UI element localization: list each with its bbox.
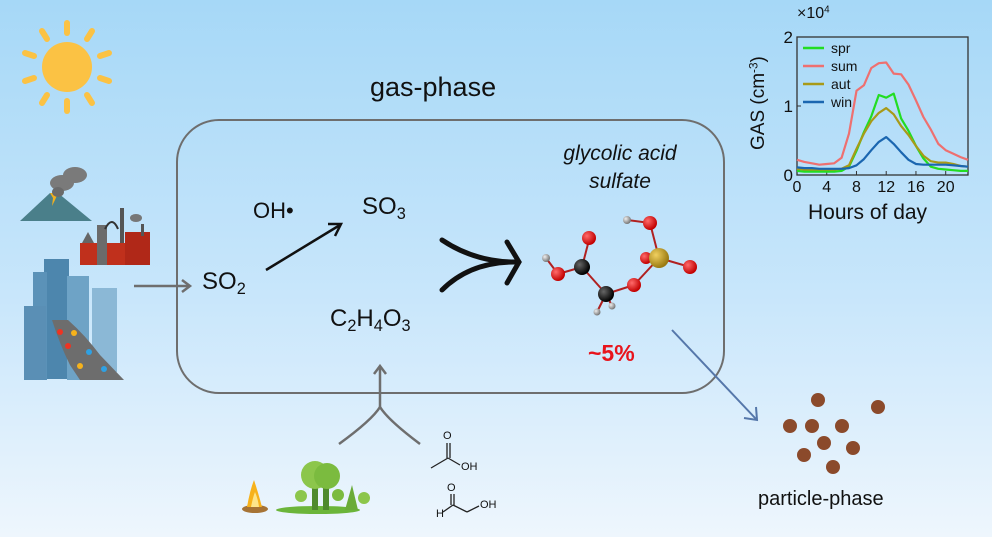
forest-icon xyxy=(276,461,370,514)
particle xyxy=(817,436,831,450)
sun-icon xyxy=(22,20,112,114)
series-line-sum xyxy=(796,61,969,166)
combine-arrow xyxy=(439,237,522,293)
glycolaldehyde-oh: OH xyxy=(480,499,497,511)
product-name: glycolic acid sulfate xyxy=(563,142,677,193)
x-tick-label: 0 xyxy=(793,179,802,196)
city-traffic-icon xyxy=(24,259,124,380)
particle xyxy=(797,448,811,462)
gas-phase-title: gas-phase xyxy=(370,72,497,102)
chart-xlabel: Hours of day xyxy=(808,201,928,224)
particle xyxy=(783,419,797,433)
particle xyxy=(871,400,885,414)
legend-label-aut: aut xyxy=(831,76,851,92)
yield-label: ~5% xyxy=(588,340,635,366)
chart-frame xyxy=(796,36,969,176)
chart-legend: spr sum aut win xyxy=(803,40,857,110)
legend-label-sum: sum xyxy=(831,58,857,74)
particle xyxy=(835,419,849,433)
so2-label: SO2 xyxy=(202,268,246,299)
chart-series xyxy=(796,61,969,173)
volcano-icon xyxy=(20,167,92,221)
x-tick-label: 16 xyxy=(907,179,925,196)
series-line-win xyxy=(796,136,969,170)
particles xyxy=(783,393,885,474)
acetic-acid-o: O xyxy=(443,430,452,442)
particle xyxy=(805,419,819,433)
x-tick-label: 20 xyxy=(937,179,955,196)
glycolaldehyde-h: H xyxy=(436,508,444,520)
particle xyxy=(811,393,825,407)
acetic-acid-structure xyxy=(430,443,461,469)
emission-arrow xyxy=(134,279,193,293)
y-tick-label: 2 xyxy=(784,28,793,47)
oxidation-arrow xyxy=(265,222,344,272)
glycolaldehyde-o: O xyxy=(447,482,456,494)
chart-ylabel: GAS (cm-3) xyxy=(747,56,769,150)
y-tick-label: 0 xyxy=(784,166,793,185)
x-tick-label: 8 xyxy=(852,179,861,196)
gas-phase-box xyxy=(176,119,725,394)
particle xyxy=(826,460,840,474)
factory-icon xyxy=(80,208,150,265)
so3-label: SO3 xyxy=(362,193,406,224)
glycolic-acid-sulfate-molecule xyxy=(542,216,697,316)
campfire-icon xyxy=(242,480,268,513)
acetic-acid-oh: OH xyxy=(461,461,478,473)
oh-radical-label: OH• xyxy=(253,198,294,223)
y-tick-label: 1 xyxy=(784,97,793,116)
partitioning-arrow xyxy=(671,329,759,422)
legend-label-win: win xyxy=(830,94,852,110)
chart-y-multiplier: ×104 xyxy=(797,4,830,22)
x-tick-label: 4 xyxy=(822,179,831,196)
biogenic-arrow xyxy=(338,363,421,446)
glycolaldehyde-structure xyxy=(442,494,480,513)
particle-phase-label: particle-phase xyxy=(758,488,884,510)
c2h4o3-label: C2H4O3 xyxy=(330,305,411,336)
series-line-spr xyxy=(796,92,968,173)
x-tick-label: 12 xyxy=(877,179,895,196)
particle xyxy=(846,441,860,455)
legend-label-spr: spr xyxy=(831,40,851,56)
